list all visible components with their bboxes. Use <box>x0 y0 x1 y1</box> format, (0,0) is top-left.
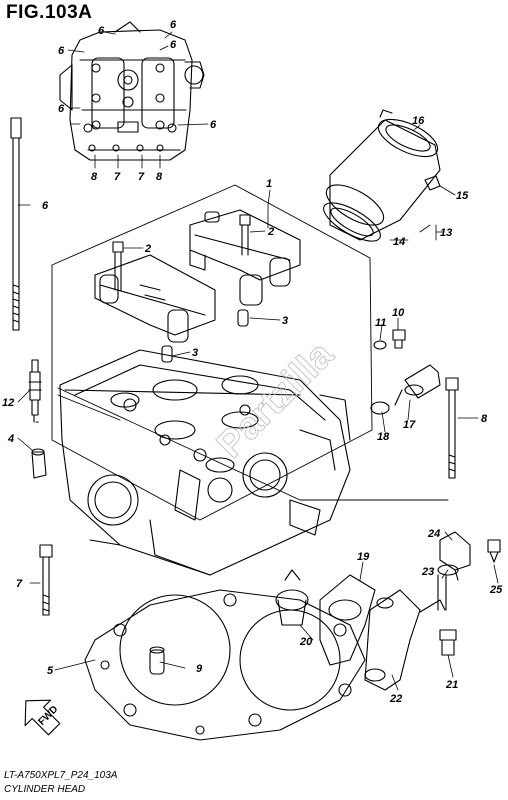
callout-13: 13 <box>440 227 452 239</box>
callout-2b: 2 <box>267 226 274 238</box>
temp-sensor <box>370 364 441 415</box>
callout-7a: 7 <box>114 171 121 183</box>
drain-bolt <box>373 329 406 350</box>
cam-holder-bolts <box>112 214 251 291</box>
callout-11: 11 <box>375 317 386 329</box>
dowel-pins <box>161 309 249 363</box>
thermostat <box>275 569 376 666</box>
callout-7c: 7 <box>16 578 23 590</box>
callout-8b: 8 <box>156 171 163 183</box>
callout-9: 9 <box>196 663 203 675</box>
callout-8a: 8 <box>91 171 98 183</box>
callout-6g: 6 <box>42 200 49 212</box>
callout-16: 16 <box>412 115 425 127</box>
callout-10: 10 <box>392 307 405 319</box>
callout-21: 21 <box>445 679 458 691</box>
head-top-view <box>59 21 205 161</box>
callout-18: 18 <box>377 431 390 443</box>
footer-name: CYLINDER HEAD <box>4 784 86 795</box>
callout-6d: 6 <box>170 39 177 51</box>
water-outlet-pipe <box>364 589 446 691</box>
fwd-arrow <box>24 699 61 736</box>
fwd-label: FWD <box>36 704 60 728</box>
intake-pipe <box>323 109 441 242</box>
callout-6b: 6 <box>98 25 105 37</box>
callout-4: 4 <box>7 433 14 445</box>
footer-code: LT-A750XPL7_P24_103A <box>4 770 118 781</box>
plug-boot <box>31 448 47 479</box>
cylinder-head-body <box>59 349 351 576</box>
assembly-outline <box>51 184 449 521</box>
callout-3b: 3 <box>192 347 198 359</box>
callout-7b: 7 <box>138 171 145 183</box>
bolt-lower-left <box>39 544 53 616</box>
callout-8c: 8 <box>481 413 488 425</box>
callout-24: 24 <box>427 528 440 540</box>
head-gasket <box>84 589 366 741</box>
spark-plug <box>28 359 42 423</box>
callout-14: 14 <box>393 236 405 248</box>
gasket-dowel <box>149 646 165 675</box>
watermark: Partzilla <box>209 333 342 466</box>
callout-17: 17 <box>403 419 416 431</box>
callout-6a: 6 <box>58 45 65 57</box>
stud-bolt <box>10 117 22 331</box>
callout-6e: 6 <box>58 103 65 115</box>
callout-19: 19 <box>357 551 370 563</box>
long-bolt-right <box>445 377 459 479</box>
leader-lines <box>17 31 499 691</box>
callout-6c: 6 <box>170 19 177 31</box>
callout-2a: 2 <box>144 243 151 255</box>
callout-15: 15 <box>456 190 469 202</box>
callout-3a: 3 <box>282 315 288 327</box>
callout-5: 5 <box>47 665 54 677</box>
figure-title: FIG.103A <box>6 2 93 23</box>
callout-22: 22 <box>389 693 402 705</box>
breather-parts <box>437 531 501 656</box>
callout-20: 20 <box>299 636 313 648</box>
callout-1: 1 <box>266 178 272 190</box>
callout-6f: 6 <box>210 119 217 131</box>
callout-23: 23 <box>421 566 434 578</box>
callout-12: 12 <box>2 397 14 409</box>
callout-25: 25 <box>489 584 503 596</box>
